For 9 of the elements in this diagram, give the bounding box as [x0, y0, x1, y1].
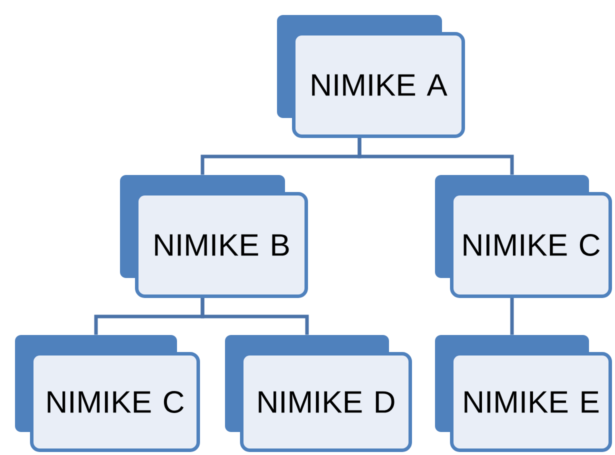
- org-chart-box: NIMIKE C: [435, 175, 612, 298]
- org-chart-box: NIMIKE D: [225, 335, 412, 452]
- connector: [358, 138, 514, 175]
- org-chart-box: NIMIKE B: [120, 175, 308, 298]
- connector: [510, 298, 514, 335]
- org-chart-box: NIMIKE E: [435, 335, 612, 452]
- connector: [200, 298, 309, 335]
- org-chart-box: NIMIKE C: [15, 335, 200, 452]
- org-chart-box: NIMIKE A: [277, 15, 465, 138]
